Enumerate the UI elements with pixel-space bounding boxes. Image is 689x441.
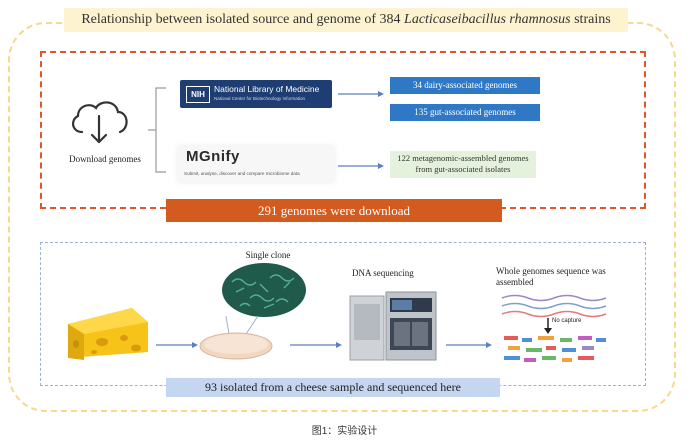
no-capture-label: No capture — [552, 318, 582, 324]
arrow-sequencer-to-assembly — [446, 337, 492, 348]
genome-assembly-icon — [500, 292, 610, 364]
mgnify-tagline: Submit, analyse, discover and compare mi… — [184, 171, 300, 176]
sequencer-icon — [348, 290, 438, 364]
diagram-title: Relationship between isolated source and… — [64, 8, 628, 32]
nlm-name: National Library of Medicine — [214, 84, 320, 94]
cheese-icon — [62, 304, 152, 362]
single-clone-label: Single clone — [245, 250, 291, 260]
title-suffix: strains — [570, 12, 611, 27]
figure-caption: 图1：实验设计 — [311, 426, 378, 437]
download-banner: 291 genomes were download — [166, 199, 502, 222]
arrow-nlm-to-outputs — [338, 86, 384, 97]
title-prefix: Relationship between isolated source and… — [81, 12, 405, 27]
cloud-download-icon — [64, 92, 134, 148]
bracket-connector — [146, 86, 172, 176]
arrow-cheese-to-clone — [156, 337, 198, 348]
nih-badge: NIH — [186, 86, 210, 103]
mgnify-logo: MGnify Submit, analyse, discover and com… — [178, 146, 334, 182]
output-dairy-genomes: 34 dairy-associated genomes — [390, 77, 540, 94]
download-genomes-label: Download genomes — [69, 154, 141, 164]
bacteria-micrograph-icon — [220, 262, 308, 318]
nlm-subtitle: National Center for Biotechnology Inform… — [214, 96, 306, 101]
title-species: Lacticaseibacillus rhamnosus — [404, 12, 571, 27]
arrow-mgnify-to-output — [338, 158, 384, 169]
arrow-clone-to-sequencer — [290, 337, 342, 348]
mgnify-name: MGnify — [186, 148, 240, 165]
assembled-label: Whole genomes sequence was assembled — [496, 266, 606, 287]
output-gut-genomes: 135 gut-associated genomes — [390, 104, 540, 121]
sequencing-banner: 93 isolated from a cheese sample and seq… — [166, 378, 500, 397]
dna-sequencing-label: DNA sequencing — [352, 268, 414, 278]
nlm-logo: NIH National Library of Medicine Nationa… — [180, 80, 332, 108]
petri-dish-icon — [196, 312, 276, 362]
output-metagenomic-genomes: 122 metagenomic-assembled genomes from g… — [390, 151, 536, 178]
